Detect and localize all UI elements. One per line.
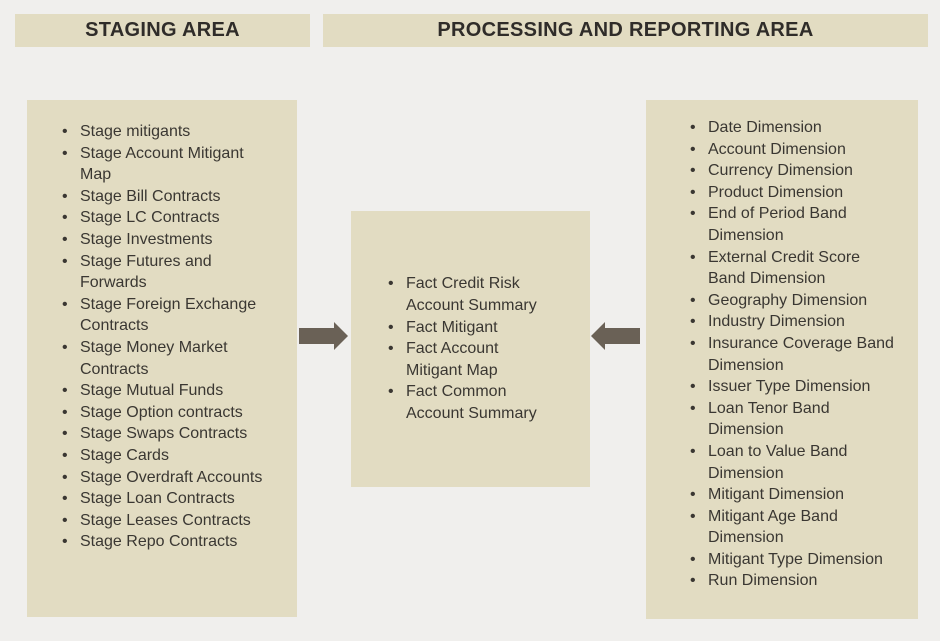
fact-tables-list: Fact Credit Risk Account Summary Fact Mi… <box>351 273 590 424</box>
list-item: Geography Dimension <box>690 290 912 312</box>
list-item: Industry Dimension <box>690 311 912 333</box>
list-item: Stage Overdraft Accounts <box>62 467 291 489</box>
list-item: Product Dimension <box>690 182 912 204</box>
list-item: Stage Swaps Contracts <box>62 423 291 445</box>
staging-tables-box: Stage mitigants Stage Account Mitigant M… <box>27 100 297 617</box>
list-item: Stage Account Mitigant Map <box>62 143 291 186</box>
dimension-tables-list: Date Dimension Account Dimension Currenc… <box>646 100 918 592</box>
list-item: Stage LC Contracts <box>62 207 291 229</box>
list-item: Account Dimension <box>690 139 912 161</box>
list-item: Run Dimension <box>690 570 912 592</box>
list-item: Mitigant Dimension <box>690 484 912 506</box>
list-item: Fact Mitigant <box>388 317 560 339</box>
dimension-tables-box: Date Dimension Account Dimension Currenc… <box>646 100 918 619</box>
list-item: Stage Option contracts <box>62 402 291 424</box>
list-item: External Credit Score Band Dimension <box>690 247 912 290</box>
list-item: Stage Cards <box>62 445 291 467</box>
list-item: Stage Loan Contracts <box>62 488 291 510</box>
staging-area-header: STAGING AREA <box>15 14 310 47</box>
list-item: Insurance Coverage Band Dimension <box>690 333 912 376</box>
list-item: Mitigant Type Dimension <box>690 549 912 571</box>
list-item: Stage Investments <box>62 229 291 251</box>
list-item: Stage Mutual Funds <box>62 380 291 402</box>
arrow-right-icon <box>299 322 348 350</box>
list-item: Fact Account Mitigant Map <box>388 338 560 381</box>
list-item: Stage Futures and Forwards <box>62 251 291 294</box>
list-item: Stage Money Market Contracts <box>62 337 291 380</box>
list-item: Stage Bill Contracts <box>62 186 291 208</box>
list-item: Stage Leases Contracts <box>62 510 291 532</box>
list-item: Loan Tenor Band Dimension <box>690 398 912 441</box>
list-item: Fact Credit Risk Account Summary <box>388 273 560 316</box>
arrow-left-icon <box>591 322 640 350</box>
fact-tables-box: Fact Credit Risk Account Summary Fact Mi… <box>351 211 590 487</box>
list-item: End of Period Band Dimension <box>690 203 912 246</box>
list-item: Mitigant Age Band Dimension <box>690 506 912 549</box>
list-item: Stage Repo Contracts <box>62 531 291 553</box>
staging-tables-list: Stage mitigants Stage Account Mitigant M… <box>27 100 297 553</box>
list-item: Issuer Type Dimension <box>690 376 912 398</box>
list-item: Currency Dimension <box>690 160 912 182</box>
list-item: Stage mitigants <box>62 121 291 143</box>
list-item: Loan to Value Band Dimension <box>690 441 912 484</box>
list-item: Stage Foreign Exchange Contracts <box>62 294 291 337</box>
list-item: Date Dimension <box>690 117 912 139</box>
processing-area-header: PROCESSING AND REPORTING AREA <box>323 14 928 47</box>
list-item: Fact Common Account Summary <box>388 381 560 424</box>
